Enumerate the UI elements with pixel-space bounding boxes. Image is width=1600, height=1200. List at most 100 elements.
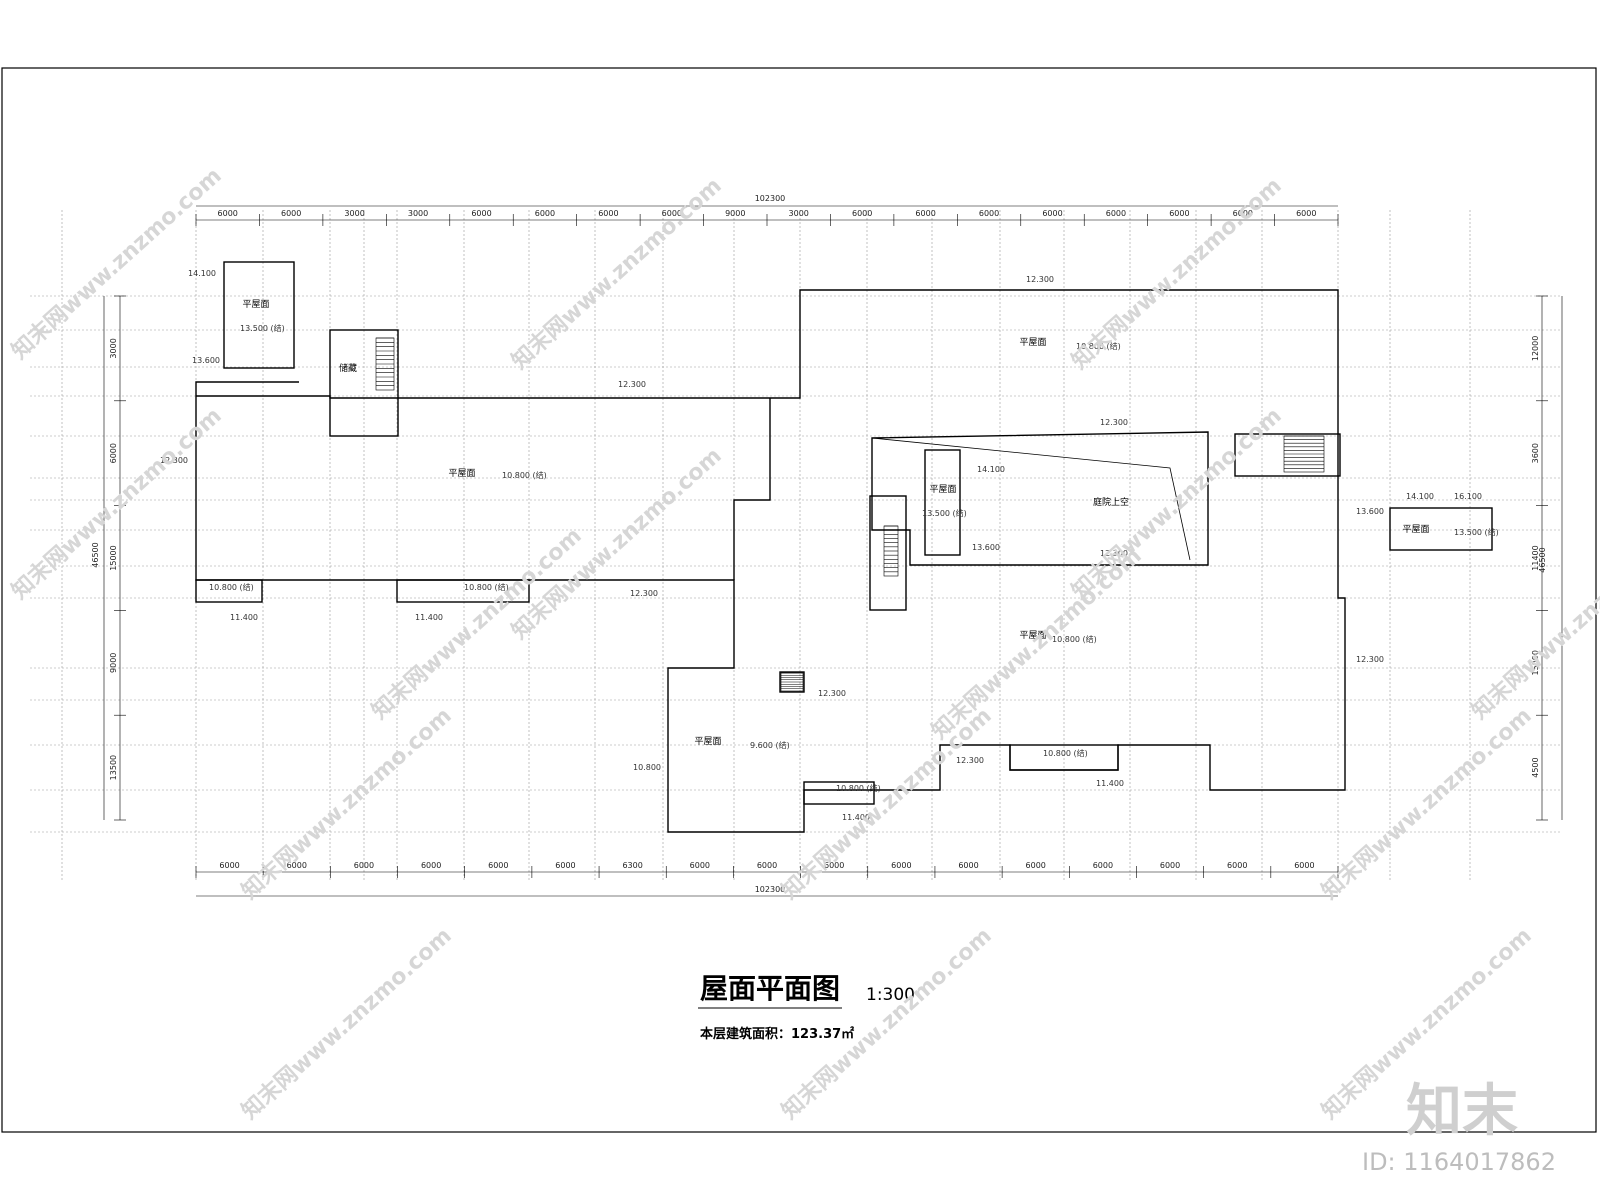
- dimension-label: 6000: [915, 209, 935, 218]
- dimension-label: 6000: [219, 861, 239, 870]
- dimension-label: 13500: [109, 755, 118, 780]
- dimension-label: 6000: [1106, 209, 1126, 218]
- drawing-frame: [1, 67, 1597, 1133]
- level-mark: 13.600: [192, 356, 220, 365]
- watermark-text: 知末网www.znzmo.com: [777, 923, 997, 1125]
- watermark-text: 知末网www.znzmo.com: [237, 703, 457, 905]
- dimension-label: 6000: [1233, 209, 1253, 218]
- level-mark: 14.100: [977, 465, 1005, 474]
- level-mark: 10.800 (结): [464, 582, 509, 592]
- dimension-label: 6000: [1296, 209, 1316, 218]
- dimension-label: 6000: [1160, 861, 1180, 870]
- dimension-label: 9000: [109, 653, 118, 673]
- watermark-text: 知末网www.znzmo.com: [1067, 173, 1287, 375]
- level-mark: 10.800 (结): [1052, 634, 1097, 644]
- dimension-label: 9000: [725, 209, 745, 218]
- dimension-label: 15000: [109, 545, 118, 570]
- bottom-dimension-chain: 6000 6000 6000 6000 6000 6000 6300 6000 6000 6000…: [195, 861, 1339, 897]
- level-mark: 13.500 (结): [922, 508, 967, 518]
- room-label-flat-roof-east: 平屋面: [1019, 630, 1046, 641]
- dimension-label: 6000: [354, 861, 374, 870]
- dimension-label: 6000: [535, 209, 555, 218]
- dimension-label: 6000: [218, 209, 238, 218]
- dimension-label: 3600: [1531, 443, 1540, 463]
- level-mark: 12.300: [630, 589, 658, 598]
- watermark-id: ID: 1164017862: [1362, 1148, 1556, 1176]
- dimension-label: 6000: [555, 861, 575, 870]
- dimension-label: 6000: [471, 209, 491, 218]
- right-total-dimension: 46500: [1538, 547, 1547, 572]
- dimension-label: 6300: [622, 861, 642, 870]
- dimension-label: 6000: [891, 861, 911, 870]
- level-mark: 10.800 (结): [209, 582, 254, 592]
- dimension-label: 6000: [958, 861, 978, 870]
- watermark-text: 知末网www.znzmo.com: [1317, 703, 1537, 905]
- building-outline: [195, 261, 1493, 833]
- watermark-text: 知末网www.znzmo.com: [237, 923, 457, 1125]
- dimension-label: 4500: [1531, 757, 1540, 777]
- level-mark: 14.100: [188, 269, 216, 278]
- dimension-label: 6000: [1227, 861, 1247, 870]
- level-mark: 12.300: [1100, 418, 1128, 427]
- dimension-label: 6000: [1093, 861, 1113, 870]
- dimension-label: 6000: [281, 209, 301, 218]
- room-label-storage: 储藏: [339, 362, 357, 374]
- level-mark: 14.100: [1406, 492, 1434, 501]
- dimension-label: 3000: [344, 209, 364, 218]
- level-mark: 10.800 (结): [1043, 748, 1088, 758]
- room-label-flat-roof-south: 平屋面: [694, 736, 721, 747]
- dimension-label: 6000: [109, 443, 118, 463]
- drawing-title: 屋面平面图: [700, 972, 840, 1005]
- dimension-label: 11400: [1531, 545, 1540, 570]
- dimension-label: 15000: [1531, 650, 1540, 675]
- stair-treads: [375, 337, 1325, 692]
- level-mark: 12.300: [1100, 549, 1128, 558]
- dimension-label: 12000: [1531, 336, 1540, 361]
- dimension-label: 6000: [824, 861, 844, 870]
- top-total-dimension: 102300: [755, 194, 786, 203]
- stair-flight: [780, 672, 804, 692]
- dimension-label: 6000: [1026, 861, 1046, 870]
- stair-flight: [883, 525, 899, 577]
- level-mark: 12.300: [618, 380, 646, 389]
- watermark-text: 知末网www.znzmo.com: [367, 523, 587, 725]
- floor-area-note: 本层建筑面积：123.37㎡: [700, 1026, 854, 1042]
- level-mark: 13.600: [1356, 507, 1384, 516]
- level-mark: 11.400: [842, 813, 870, 822]
- watermark-text: 知末网www.znzmo.com: [7, 163, 227, 365]
- level-mark: 12.300: [1356, 655, 1384, 664]
- dimension-label: 6000: [287, 861, 307, 870]
- dimension-label: 6000: [598, 209, 618, 218]
- watermark-text: 知末网www.znzmo.com: [507, 173, 727, 375]
- watermark-text: 知末网www.znzmo.com: [7, 403, 227, 605]
- drawing-scale: 1:300: [866, 985, 915, 1005]
- dimension-label: 3000: [408, 209, 428, 218]
- room-label-flat-roof-far-east: 平屋面: [1402, 524, 1429, 535]
- level-mark: 10.800: [633, 763, 661, 772]
- dimension-label: 6000: [488, 861, 508, 870]
- room-label-flat-roof-ne: 平屋面: [1019, 337, 1046, 348]
- level-mark: 10.800 (结): [1076, 341, 1121, 351]
- room-label-flat-roof-west: 平屋面: [448, 468, 475, 479]
- room-label-flat-roof-center: 平屋面: [929, 484, 956, 495]
- watermark-logo: 知末: [1406, 1079, 1518, 1144]
- stair-flight: [375, 337, 395, 391]
- room-label-courtyard: 庭院上空: [1093, 496, 1129, 508]
- dimension-label: 3000: [109, 338, 118, 358]
- level-mark: 11.400: [415, 613, 443, 622]
- left-total-dimension: 46500: [91, 542, 100, 567]
- level-mark: 13.500 (结): [1454, 527, 1499, 537]
- dimension-label: 6000: [1294, 861, 1314, 870]
- dimension-label: 6000: [662, 209, 682, 218]
- level-mark: 9.600 (结): [750, 740, 790, 750]
- level-mark: 10.800 (结): [502, 470, 547, 480]
- dimension-label: 3000: [789, 209, 809, 218]
- level-mark: 12.300: [956, 756, 984, 765]
- level-mark: 12.300: [818, 689, 846, 698]
- level-mark: 10.800 (结): [836, 783, 881, 793]
- axis-grid: [30, 210, 1560, 880]
- level-mark: 16.100: [1454, 492, 1482, 501]
- right-dimension-chain: 12000 3600 11400 15000 4500: [1531, 295, 1563, 821]
- level-mark: 11.400: [230, 613, 258, 622]
